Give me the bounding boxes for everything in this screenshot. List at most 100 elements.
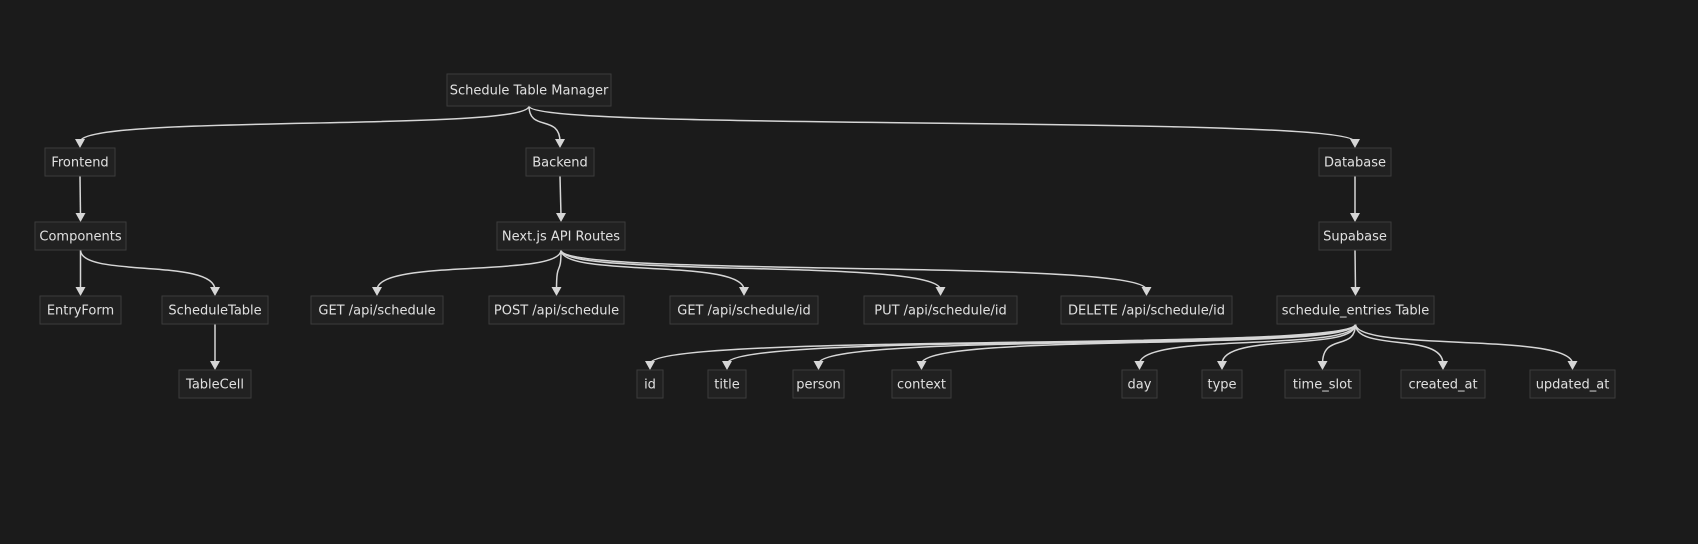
edge-root-to-database <box>528 105 1356 143</box>
node-box-col-updated-at <box>1529 369 1616 399</box>
node-box-delete-schedule-id <box>1060 295 1233 325</box>
node-box-frontend <box>44 147 116 177</box>
arrowhead-post-schedule <box>551 287 562 296</box>
node-col-id: id <box>636 369 664 399</box>
arrowhead-schedule-table <box>210 287 220 296</box>
node-label-col-id: id <box>644 378 656 393</box>
node-label-entries-table: schedule_entries Table <box>1282 304 1430 319</box>
node-database: Database <box>1318 147 1392 177</box>
node-col-title: title <box>707 369 747 399</box>
arrowhead-put-schedule-id <box>935 287 946 296</box>
node-label-delete-schedule-id: DELETE /api/schedule/id <box>1068 304 1225 319</box>
edge-entries-table-to-col-type <box>1221 323 1357 365</box>
node-label-schedule-table: ScheduleTable <box>168 304 261 319</box>
node-box-col-title <box>707 369 747 399</box>
arrowhead-entry-form <box>75 287 86 296</box>
edge-root-to-frontend <box>79 105 530 143</box>
edge-entries-table-to-col-time-slot <box>1321 323 1357 365</box>
arrowhead-entries-table <box>1350 287 1361 296</box>
node-box-database <box>1318 147 1392 177</box>
arrowhead-get-schedule-id <box>739 287 749 296</box>
node-label-components: Components <box>39 230 121 245</box>
node-box-post-schedule <box>488 295 625 325</box>
arrowhead-col-day <box>1134 361 1145 370</box>
edge-entries-table-to-col-updated-at <box>1354 323 1574 365</box>
edge-api-routes-to-get-schedule <box>376 249 562 291</box>
node-box-supabase <box>1318 221 1392 251</box>
node-box-col-id <box>636 369 664 399</box>
node-box-api-routes <box>496 221 626 251</box>
node-schedule-table: ScheduleTable <box>161 295 269 325</box>
node-label-frontend: Frontend <box>51 156 108 171</box>
edge-entries-table-to-col-context <box>920 323 1357 365</box>
node-box-entry-form <box>39 295 122 325</box>
node-label-root: Schedule Table Manager <box>450 84 609 99</box>
node-put-schedule-id: PUT /api/schedule/id <box>863 295 1018 325</box>
node-label-col-day: day <box>1128 378 1152 393</box>
node-label-get-schedule-id: GET /api/schedule/id <box>677 304 810 319</box>
arrowhead-api-routes <box>556 213 566 222</box>
node-label-col-updated-at: updated_at <box>1536 378 1610 393</box>
node-box-col-type <box>1201 369 1243 399</box>
node-label-col-type: type <box>1207 378 1236 393</box>
node-label-get-schedule: GET /api/schedule <box>318 304 435 319</box>
node-box-schedule-table <box>161 295 269 325</box>
node-col-context: context <box>891 369 952 399</box>
node-box-col-created-at <box>1400 369 1486 399</box>
node-label-col-person: person <box>796 378 841 393</box>
arrowhead-col-created-at <box>1438 361 1448 370</box>
edge-components-to-schedule-table <box>79 249 216 291</box>
node-box-col-context <box>891 369 952 399</box>
node-label-table-cell: TableCell <box>185 378 244 393</box>
node-api-routes: Next.js API Routes <box>496 221 626 251</box>
node-post-schedule: POST /api/schedule <box>488 295 625 325</box>
node-components: Components <box>34 221 127 251</box>
node-get-schedule: GET /api/schedule <box>310 295 444 325</box>
node-label-backend: Backend <box>532 156 588 171</box>
node-delete-schedule-id: DELETE /api/schedule/id <box>1060 295 1233 325</box>
node-col-updated-at: updated_at <box>1529 369 1616 399</box>
arrowhead-col-title <box>722 361 732 370</box>
arrowhead-frontend <box>75 139 85 148</box>
arrowhead-col-context <box>916 361 927 370</box>
edge-entries-table-to-col-day <box>1138 323 1357 365</box>
arrowhead-components <box>75 213 86 222</box>
node-label-entry-form: EntryForm <box>47 304 114 319</box>
node-col-day: day <box>1121 369 1158 399</box>
arrowhead-col-time-slot <box>1317 361 1328 370</box>
arrowhead-database <box>1350 139 1360 148</box>
node-label-post-schedule: POST /api/schedule <box>494 304 619 319</box>
arrowhead-supabase <box>1350 213 1360 222</box>
node-entries-table: schedule_entries Table <box>1276 295 1435 325</box>
arrowhead-get-schedule <box>372 287 382 296</box>
arrowhead-table-cell <box>210 361 220 370</box>
node-box-col-time-slot <box>1284 369 1361 399</box>
node-label-api-routes: Next.js API Routes <box>502 230 620 245</box>
node-table-cell: TableCell <box>178 369 252 399</box>
node-col-person: person <box>792 369 845 399</box>
edge-backend-to-api-routes <box>559 175 562 217</box>
node-box-get-schedule <box>310 295 444 325</box>
node-label-database: Database <box>1324 156 1386 171</box>
node-frontend: Frontend <box>44 147 116 177</box>
edge-api-routes-to-get-schedule-id <box>560 249 745 291</box>
edge-entries-table-to-col-person <box>817 323 1357 365</box>
arrowhead-col-id <box>645 361 655 370</box>
node-root: Schedule Table Manager <box>446 73 612 107</box>
node-box-put-schedule-id <box>863 295 1018 325</box>
edges-layer <box>75 105 1578 370</box>
node-col-type: type <box>1201 369 1243 399</box>
edge-root-to-backend <box>528 105 561 143</box>
node-box-table-cell <box>178 369 252 399</box>
edge-api-routes-to-delete-schedule-id <box>560 249 1148 291</box>
node-box-col-day <box>1121 369 1158 399</box>
node-box-components <box>34 221 127 251</box>
node-box-backend <box>525 147 595 177</box>
node-supabase: Supabase <box>1318 221 1392 251</box>
node-label-col-created-at: created_at <box>1408 378 1477 393</box>
node-label-col-context: context <box>897 378 946 393</box>
node-label-put-schedule-id: PUT /api/schedule/id <box>874 304 1007 319</box>
node-box-col-person <box>792 369 845 399</box>
node-box-root <box>446 73 612 107</box>
